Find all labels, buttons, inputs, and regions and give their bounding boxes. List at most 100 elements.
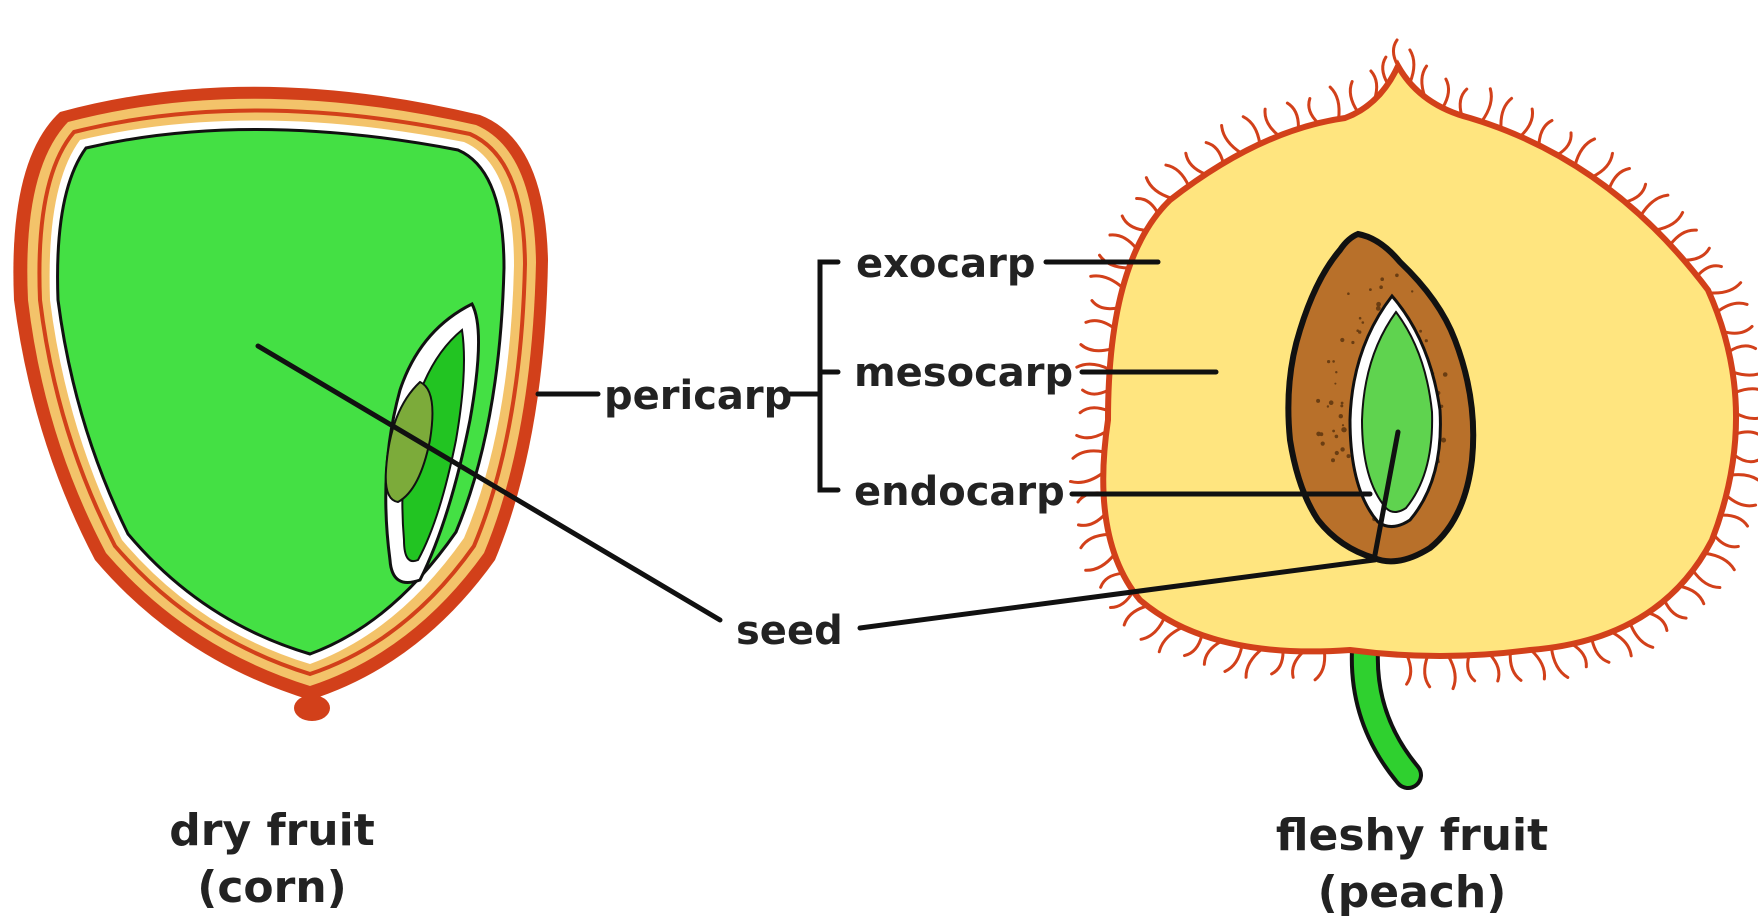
peach-hair xyxy=(1110,235,1137,249)
peach-hair xyxy=(1721,515,1748,526)
pit-speck xyxy=(1379,285,1383,289)
peach-hair xyxy=(1137,198,1158,213)
peach-hair xyxy=(1656,212,1683,229)
pit-speck xyxy=(1341,402,1344,405)
peach-hair xyxy=(1159,627,1183,652)
peach-hair xyxy=(1734,455,1758,462)
peach-hair xyxy=(1091,276,1123,288)
peach-hair xyxy=(1078,514,1105,525)
pit-speck xyxy=(1327,360,1330,363)
peach-hair xyxy=(1146,178,1172,199)
pit-speck xyxy=(1335,435,1339,439)
peach-hair xyxy=(1204,641,1221,664)
peach-hair xyxy=(1714,535,1738,547)
pit-speck xyxy=(1380,277,1384,281)
peach-hair xyxy=(1575,139,1595,166)
peach-hair xyxy=(1225,646,1242,672)
pit-speck xyxy=(1376,302,1381,307)
pit-speck xyxy=(1359,317,1362,320)
peach-hair xyxy=(1648,613,1667,631)
peach-hair xyxy=(1592,639,1609,662)
pit-speck xyxy=(1332,360,1335,363)
peach-hair xyxy=(1101,573,1123,587)
pericarp-bracket xyxy=(820,262,838,490)
pit-speck xyxy=(1340,404,1343,407)
peach-hair xyxy=(1073,451,1104,458)
peach-hair xyxy=(1448,656,1455,689)
pit-speck xyxy=(1334,383,1336,385)
peach-hair xyxy=(1482,89,1492,122)
peach-hair xyxy=(1592,153,1612,177)
peach-hair xyxy=(1531,650,1545,679)
peach-hair xyxy=(1407,655,1411,684)
peach-hair xyxy=(1539,121,1552,146)
peach-hair xyxy=(1551,648,1567,678)
label-exocarp: exocarp xyxy=(856,241,1035,287)
peach-hair xyxy=(1611,632,1631,656)
peach-hair xyxy=(1222,126,1242,154)
peach-hair xyxy=(1726,495,1755,506)
label-seed: seed xyxy=(736,608,843,654)
peach-hair xyxy=(1510,652,1521,680)
peach-hair xyxy=(1709,283,1740,293)
pit-speck xyxy=(1335,451,1339,455)
corn-kernel-illustration xyxy=(13,87,548,721)
peach-hair xyxy=(1086,321,1114,329)
pit-speck xyxy=(1395,274,1399,278)
peach-hair xyxy=(1315,651,1325,680)
peach-hair xyxy=(1697,266,1721,276)
peach-hair xyxy=(1724,326,1753,333)
pit-speck xyxy=(1327,405,1329,407)
pit-speck xyxy=(1419,330,1422,333)
peach-hair xyxy=(1693,570,1720,587)
peach-hair xyxy=(1468,655,1475,680)
label-pericarp: pericarp xyxy=(604,373,792,419)
pit-speck xyxy=(1339,414,1343,418)
peach-hair xyxy=(1246,649,1262,678)
peach-hair xyxy=(1092,301,1118,309)
peach-hair xyxy=(1184,635,1201,656)
peach-hair xyxy=(1086,554,1115,570)
pit-speck xyxy=(1351,341,1354,344)
peach-hair xyxy=(1680,586,1704,604)
pit-speck xyxy=(1316,399,1320,403)
pit-speck xyxy=(1411,290,1413,292)
pit-speck xyxy=(1347,454,1351,458)
peach-hair xyxy=(1287,103,1298,129)
peach-hair xyxy=(1557,133,1571,155)
peach-hair xyxy=(1736,413,1758,418)
peach-hair xyxy=(1293,651,1304,677)
peach-hair xyxy=(1664,600,1686,618)
peach-hair xyxy=(1625,184,1645,202)
peach-hair xyxy=(1520,109,1532,137)
pit-speck xyxy=(1342,427,1347,432)
peach-hair xyxy=(1122,216,1146,230)
peach-hair xyxy=(1077,364,1110,369)
peach-hair xyxy=(1330,87,1339,119)
caption-dry-fruit-example: (corn) xyxy=(197,862,347,913)
peach-hair xyxy=(1609,168,1629,189)
pit-speck xyxy=(1329,400,1334,405)
pit-speck xyxy=(1356,329,1359,332)
peach-hair xyxy=(1425,656,1430,687)
corn-tip-cap xyxy=(294,695,330,721)
peach-hair xyxy=(1735,389,1758,393)
pit-speck xyxy=(1342,424,1344,426)
label-mesocarp: mesocarp xyxy=(854,350,1073,396)
peach-hair xyxy=(1141,618,1164,640)
pit-speck xyxy=(1321,442,1325,446)
peach-hair xyxy=(1717,303,1747,312)
pit-speck xyxy=(1331,458,1335,462)
peach-hair xyxy=(1350,82,1358,112)
peach-hair xyxy=(1641,195,1668,215)
peach-hair xyxy=(1166,165,1189,186)
peach-hair xyxy=(1124,606,1147,625)
pit-speck xyxy=(1340,447,1344,451)
peach-hair xyxy=(1729,346,1756,352)
pit-speck xyxy=(1335,371,1337,373)
peach-hair xyxy=(1572,644,1587,667)
peach-hair xyxy=(1630,623,1653,647)
peach-hair xyxy=(1081,534,1109,547)
peach-hair xyxy=(1272,651,1283,674)
